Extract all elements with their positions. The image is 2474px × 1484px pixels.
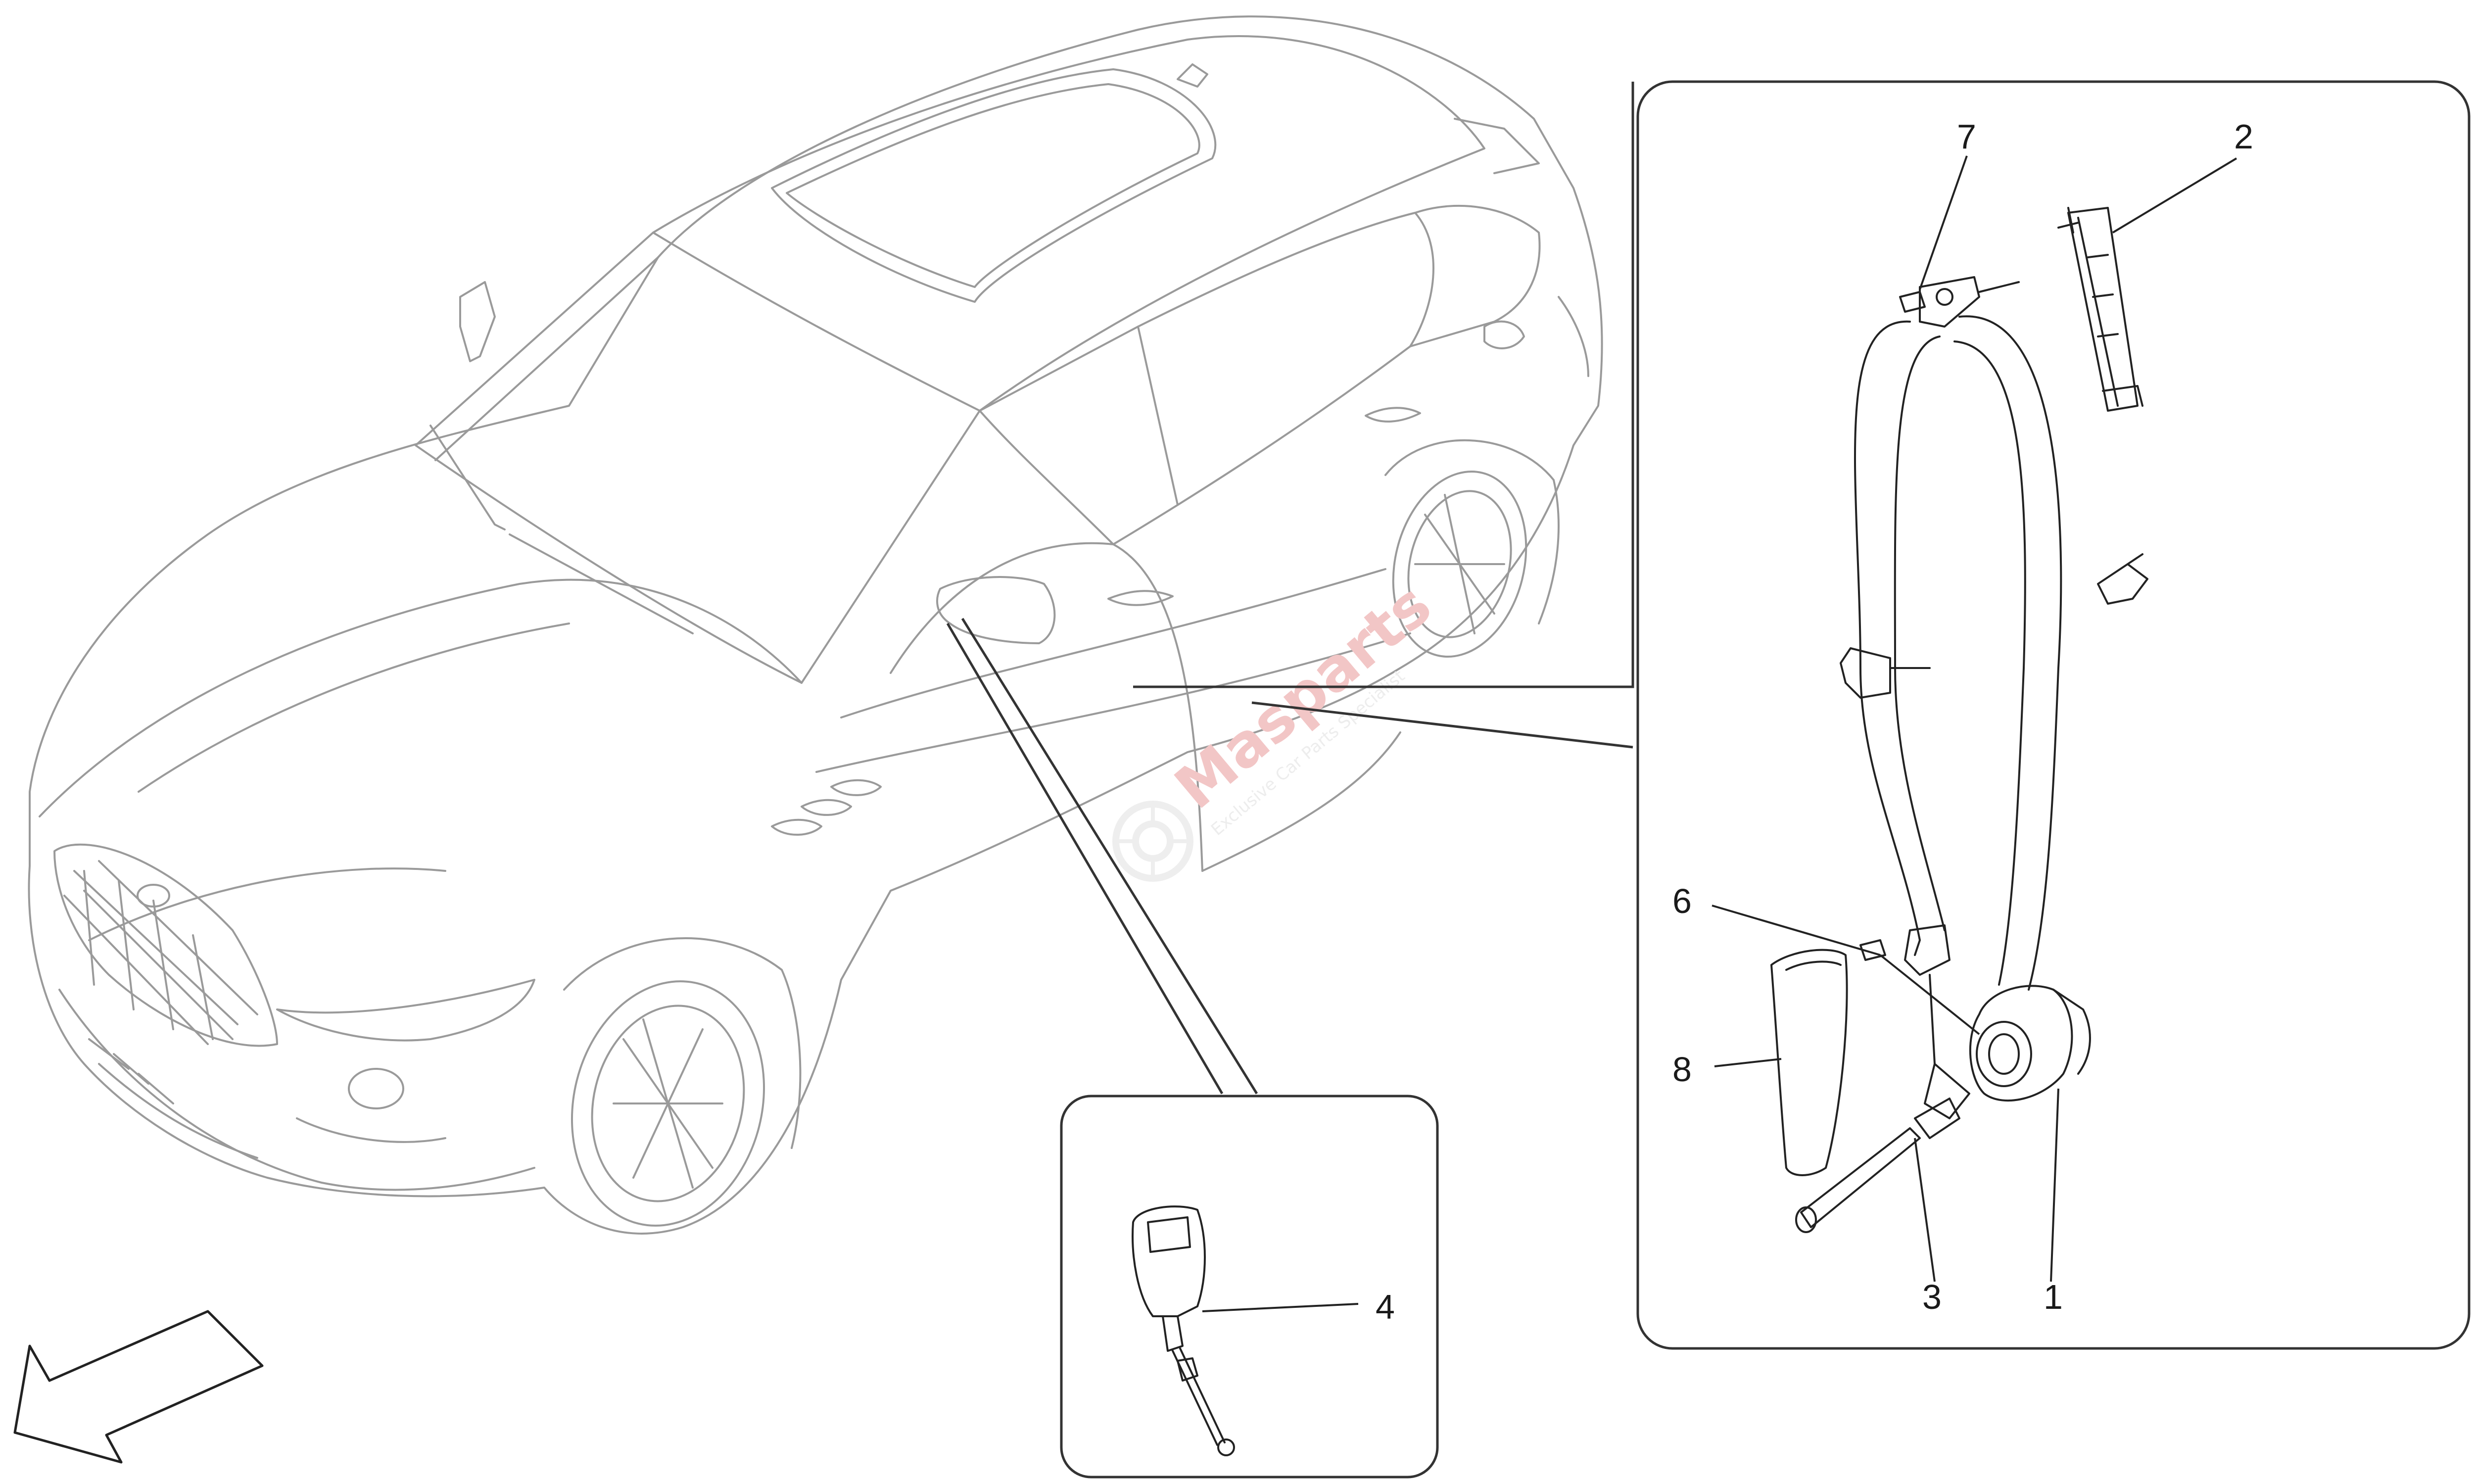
belt-webbing	[1854, 320, 1921, 956]
leader-1	[2050, 1088, 2059, 1282]
watermark-logo-icon	[1112, 801, 1193, 882]
leader-to-bottom-frame	[946, 622, 1224, 1095]
callout-4: 4	[1376, 1288, 1395, 1326]
callout-6: 6	[1672, 882, 1692, 920]
bolt-7	[1899, 291, 1926, 313]
belt-guide	[1840, 647, 1891, 699]
callout-leaders-right	[1712, 155, 2237, 1282]
callout-3: 3	[1922, 1278, 1942, 1316]
leader-7	[1919, 155, 1968, 290]
detail-frame-buckle	[1060, 1095, 1439, 1479]
vehicle-outline	[28, 15, 1603, 1235]
callout-8: 8	[1672, 1050, 1692, 1089]
pretensioner-3	[1800, 1127, 1921, 1228]
leader-6b	[1879, 954, 1980, 1035]
screw-6	[1859, 939, 1886, 961]
front-seat-belt-assembly	[1770, 207, 2148, 1233]
height-adjuster-2	[2067, 207, 2139, 412]
leader-6	[1712, 905, 1881, 956]
trim-cover-8	[1770, 949, 1848, 1176]
callout-2: 2	[2234, 117, 2253, 156]
leader-to-right-frame-lower	[1251, 701, 1633, 749]
callout-7: 7	[1957, 117, 1976, 156]
leader-8	[1714, 1058, 1782, 1067]
seat-belt-buckle-4	[1132, 1205, 1235, 1456]
watermark-brand: Masparts	[1162, 571, 1444, 822]
leader-to-bottom-frame-2	[961, 618, 1258, 1095]
leader-4	[1202, 1303, 1359, 1312]
frame-leader-lines	[946, 82, 1634, 1095]
leader-2	[2112, 157, 2237, 234]
detail-frame-front-seat-belt	[1636, 80, 2471, 1350]
direction-arrow-icon	[13, 1310, 264, 1464]
callout-1: 1	[2044, 1278, 2063, 1316]
retractor-1	[1969, 985, 2073, 1102]
leader-to-right-frame	[1133, 82, 1634, 688]
leader-3	[1914, 1138, 1936, 1282]
